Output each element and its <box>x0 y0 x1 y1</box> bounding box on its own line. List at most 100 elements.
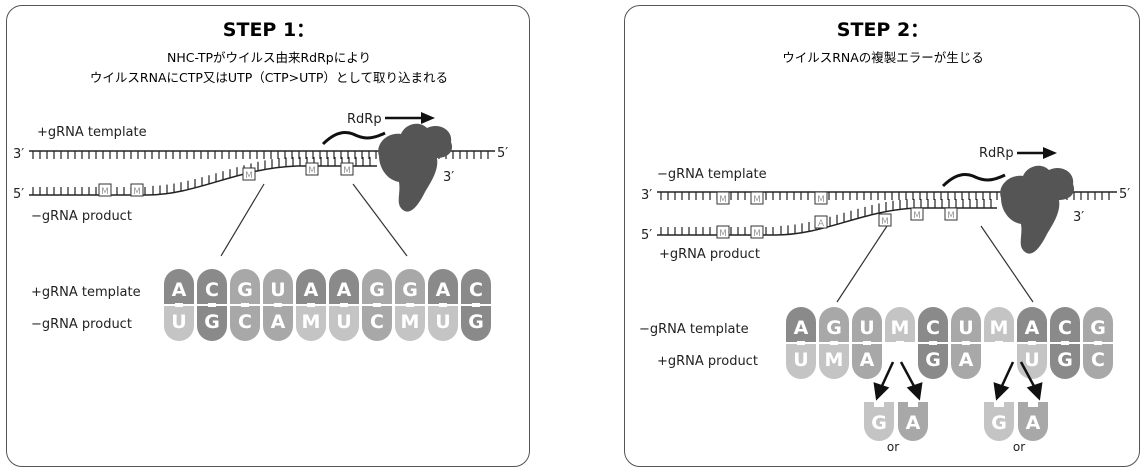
step2-panel: STEP 2： ウイルスRNAの複製エラーが生じる RdRp −gRNA tem… <box>624 5 1140 467</box>
error-option-letter: G <box>991 412 1007 434</box>
base-letter: C <box>1058 317 1072 339</box>
base-letter: M <box>401 311 420 333</box>
nhc-marker-box <box>98 183 112 197</box>
step2-template-3prime: 3′ <box>641 188 652 203</box>
nhc-marker-text: M <box>133 187 141 197</box>
product-base <box>918 344 948 379</box>
nhc-marker-text: M <box>913 211 921 221</box>
template-base <box>461 269 491 304</box>
nhc-marker-text: M <box>101 187 109 197</box>
step1-zoom-line-right <box>352 183 408 257</box>
step2-or-label-1: or <box>887 440 899 454</box>
product-base <box>395 306 425 341</box>
product-base <box>852 344 882 379</box>
base-letter: A <box>959 349 974 371</box>
base-letter: C <box>370 311 384 333</box>
nhc-marker-box <box>130 183 144 197</box>
base-letter: U <box>1024 349 1039 371</box>
product-base <box>1083 344 1113 379</box>
step2-product-3prime: 3′ <box>1073 210 1084 225</box>
template-base <box>951 307 981 342</box>
step2-description-line1: ウイルスRNAの複製エラーが生じる <box>782 50 984 65</box>
base-letter: G <box>237 279 253 301</box>
nhc-marker-text: M <box>753 195 761 205</box>
template-base <box>263 269 293 304</box>
nhc-marker-box <box>305 162 319 176</box>
step1-zoom-product-label: −gRNA product <box>31 317 132 332</box>
nhc-marker-text: M <box>719 229 727 239</box>
template-base <box>395 269 425 304</box>
nhc-marker-text: M <box>308 166 316 176</box>
base-letter: G <box>1057 349 1073 371</box>
nhc-marker-box <box>716 191 730 205</box>
step1-product-5prime: 5′ <box>13 187 24 202</box>
product-base <box>428 306 458 341</box>
nhc-marker-box <box>242 167 256 181</box>
nhc-marker-text: M <box>343 166 351 176</box>
step2-product-label: +gRNA product <box>659 247 760 262</box>
base-letter: U <box>859 317 874 339</box>
base-pair-notch <box>1061 341 1069 345</box>
step1-rdrp-label: RdRp <box>347 112 382 127</box>
base-letter: U <box>435 311 450 333</box>
base-letter: C <box>1091 349 1105 371</box>
template-base <box>296 269 326 304</box>
step2-product-5prime: 5′ <box>641 228 652 243</box>
template-base <box>197 269 227 304</box>
product-base <box>819 344 849 379</box>
base-letter: G <box>1090 317 1106 339</box>
template-base <box>1050 307 1080 342</box>
base-letter: A <box>172 279 187 301</box>
template-base <box>984 307 1014 342</box>
base-letter: G <box>369 279 385 301</box>
product-base <box>1050 344 1080 379</box>
base-pair-notch <box>307 303 315 307</box>
step1-template-5prime: 5′ <box>497 146 508 161</box>
nhc-marker-text: A <box>818 219 825 229</box>
base-letter: U <box>270 279 285 301</box>
step2-template-label: −gRNA template <box>657 167 767 182</box>
nhc-marker-text: M <box>245 171 253 181</box>
step1-zoom-template-label: +gRNA template <box>31 285 141 300</box>
nhc-marker-box <box>340 162 354 176</box>
error-option-base <box>984 402 1014 441</box>
base-letter: G <box>826 317 842 339</box>
step1-zoom-line-left <box>220 183 265 257</box>
product-base <box>230 306 260 341</box>
nhc-marker-text: M <box>881 217 889 227</box>
step2-direction-arrow <box>1017 147 1057 159</box>
step1-rdrp-polymerase <box>378 123 453 212</box>
step2-or-label-2: or <box>1013 440 1025 454</box>
product-base <box>164 306 194 341</box>
nhc-marker-box <box>910 207 924 221</box>
error-option-base <box>898 402 928 441</box>
product-base <box>263 306 293 341</box>
base-letter: A <box>436 279 451 301</box>
base-pair-notch <box>962 341 970 345</box>
nhc-marker-box <box>878 213 892 227</box>
step1-nhc-markers: M M M M M <box>98 162 354 197</box>
base-letter: A <box>1025 317 1040 339</box>
base-letter: A <box>304 279 319 301</box>
base-pair-notch <box>797 341 805 345</box>
template-base <box>1083 307 1113 342</box>
base-letter: G <box>468 311 484 333</box>
base-pair-notch <box>1094 341 1102 345</box>
step2-diagram: STEP 2： ウイルスRNAの複製エラーが生じる RdRp −gRNA tem… <box>639 19 1130 454</box>
step1-product-label: −gRNA product <box>31 209 132 224</box>
base-letter: A <box>337 279 352 301</box>
template-base <box>362 269 392 304</box>
product-base <box>197 306 227 341</box>
base-letter: G <box>402 279 418 301</box>
product-base <box>362 306 392 341</box>
base-pair-notch <box>439 303 447 307</box>
template-base <box>230 269 260 304</box>
base-letter: A <box>860 349 875 371</box>
product-base <box>329 306 359 341</box>
step2-nascent-rna <box>941 172 1006 188</box>
step1-nascent-rna <box>321 130 386 146</box>
nhc-marker-text: M <box>753 229 761 239</box>
base-letter: C <box>469 279 483 301</box>
